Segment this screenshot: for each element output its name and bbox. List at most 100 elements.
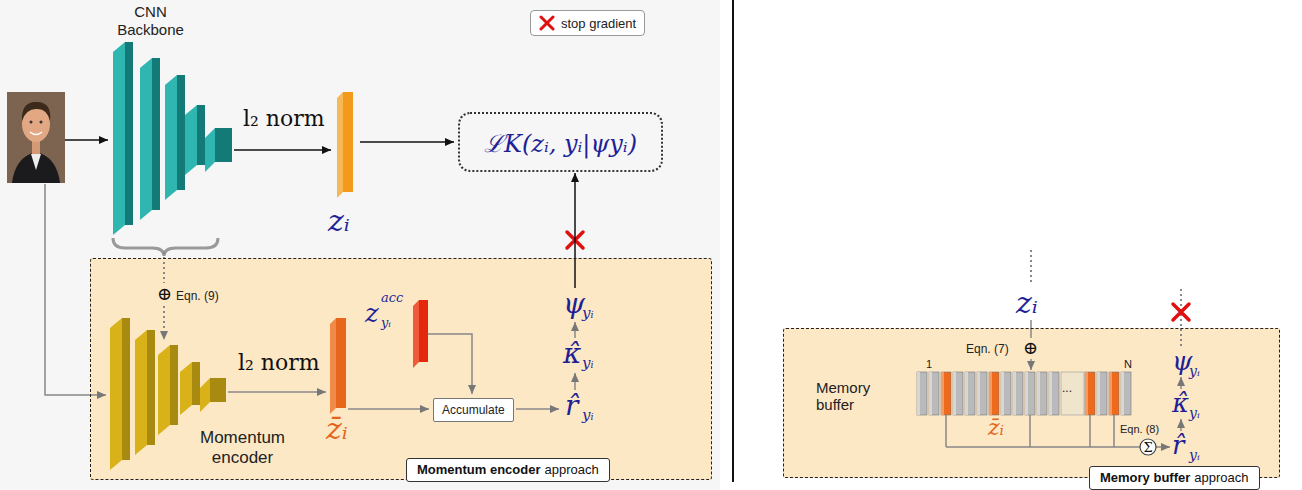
- math-label: Eqn. (9): [176, 290, 219, 302]
- cnn-backbone: [113, 42, 232, 235]
- math-label: r̂: [1172, 432, 1184, 458]
- buffer-cell-side: [1049, 372, 1052, 415]
- math-label: Eqn. (7): [966, 343, 1009, 355]
- connector: [574, 173, 576, 258]
- buffer-cell: [941, 372, 951, 415]
- buffer-cell: [1025, 372, 1035, 415]
- buffer-cell: [989, 372, 999, 415]
- approach-label-box: Memory buffer approach: [1089, 466, 1260, 490]
- approach-word: approach: [1194, 470, 1248, 485]
- region-fill: [90, 258, 712, 480]
- buffer-cell-side: [1025, 372, 1028, 415]
- buffer-cell: [929, 372, 939, 415]
- accumulate-box: Accumulate: [433, 398, 514, 422]
- buffer-cell: [953, 372, 963, 415]
- buffer-gap: [1061, 372, 1084, 415]
- buffer-cell: [1097, 372, 1107, 415]
- math-label: CNN Backbone: [113, 3, 188, 39]
- buffer-cell-side: [953, 372, 956, 415]
- buffer-cell-side: [1097, 372, 1100, 415]
- legend-box: stop gradient: [530, 10, 645, 36]
- math-label: ⊕: [1023, 339, 1038, 357]
- momentum-vector: [330, 318, 346, 414]
- approach-region: Momentum encoderapproachAccumulate: [90, 258, 712, 480]
- approach-title: Memory buffer: [1100, 470, 1190, 485]
- buffer-cell-side: [977, 372, 980, 415]
- dotted-lines: [164, 250, 1181, 346]
- gray-arrows: [45, 184, 1181, 447]
- approach-region: Memory bufferapproachMemory buffer1...N: [783, 328, 1280, 478]
- buffer-cell-side: [989, 372, 992, 415]
- buffer-cell-side: [929, 372, 932, 415]
- math-label: yᵢ: [1189, 364, 1200, 378]
- memory-buffer: Memory buffer 1... N: [813, 357, 1143, 419]
- buffer-cell-side: [1085, 372, 1088, 415]
- approach-word: approach: [545, 462, 599, 477]
- momentum-encoder-net: [110, 318, 226, 470]
- math-label: ⊕: [157, 285, 172, 303]
- brace: [113, 238, 218, 256]
- math-label: yᵢ: [381, 316, 391, 329]
- math-label: z: [365, 300, 379, 326]
- approach-label-box: Momentum encoderapproach: [406, 458, 610, 482]
- buffer-cell: [917, 372, 927, 415]
- math-label: κ̂: [1172, 390, 1189, 416]
- math-label: acc: [381, 291, 403, 304]
- math-label: yᵢ: [582, 306, 594, 321]
- buffer-index: ...: [1062, 382, 1072, 396]
- buffer-cell: [1109, 372, 1119, 415]
- math-label: Σ: [1142, 440, 1154, 456]
- region-fill: [783, 328, 1280, 478]
- stop-gradient-mark: [567, 232, 1189, 320]
- buffer-cell: [1049, 372, 1059, 415]
- feature-vector: [337, 92, 353, 198]
- math-label: yᵢ: [1189, 406, 1200, 420]
- math-label: ψ: [563, 290, 585, 318]
- math-label: z̄ᵢ: [326, 414, 348, 444]
- loss-text: ℒK(zᵢ, yᵢ|ψyᵢ): [484, 126, 637, 159]
- math-label: Momentum encoder: [190, 428, 295, 469]
- buffer-cell-side: [1037, 372, 1040, 415]
- sum-circle: [1140, 439, 1156, 455]
- buffer-cell-side: [1013, 372, 1016, 415]
- buffer-cell-side: [941, 372, 944, 415]
- buffer-cell-side: [965, 372, 968, 415]
- divider: [732, 0, 734, 482]
- buffer-cell: [1037, 372, 1047, 415]
- buffer-index: 1: [926, 358, 932, 371]
- math-label: zᵢ: [328, 206, 350, 236]
- math-label: l₂ norm: [243, 108, 325, 130]
- buffer-cell: [977, 372, 987, 415]
- buffer-cell-side: [1001, 372, 1004, 415]
- legend-symbol: [539, 15, 555, 31]
- buffer-cell-side: [917, 372, 920, 415]
- math-label: yᵢ: [582, 408, 594, 423]
- box-text: Accumulate: [442, 403, 505, 417]
- buffer-cell: [1013, 372, 1023, 415]
- buffer-title: Memory buffer: [816, 379, 888, 414]
- math-label: Eqn. (8): [1120, 424, 1159, 435]
- face-photo: [7, 92, 65, 183]
- memory-cells: [917, 372, 1131, 415]
- buffer-cell-side: [1121, 372, 1124, 415]
- accumulated-vector: [413, 300, 428, 368]
- math-label: l₂ norm: [238, 352, 320, 374]
- cross: [541, 17, 553, 29]
- panel-ground: [0, 0, 720, 490]
- math-label: zᵢ: [1016, 288, 1038, 318]
- legend-text: stop gradient: [561, 16, 636, 31]
- math-label: yᵢ: [582, 356, 594, 371]
- buffer-index: N: [1124, 358, 1132, 371]
- buffer-cell-side: [1109, 372, 1112, 415]
- buffer-cell: [1085, 372, 1095, 415]
- math-label: z̄ᵢ: [988, 417, 1004, 439]
- math-label: r̂: [565, 392, 578, 420]
- buffer-cell: [965, 372, 975, 415]
- black-arrows: [65, 140, 575, 288]
- buffer-cell: [1001, 372, 1011, 415]
- math-label: κ̂: [563, 340, 581, 368]
- buffer-cell: [1121, 372, 1131, 415]
